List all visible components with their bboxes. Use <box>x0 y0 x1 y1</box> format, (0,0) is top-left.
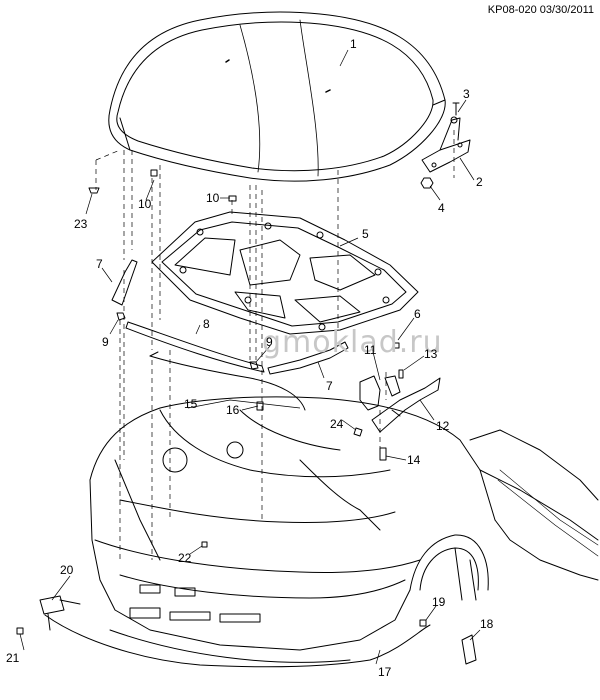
hood-side-seal-left <box>111 259 138 306</box>
hood-side-seal-right <box>267 341 349 375</box>
pin-24 <box>353 427 363 437</box>
callout-22: 22 <box>178 551 192 565</box>
release-cable-15 <box>149 351 306 411</box>
callout-24: 24 <box>330 417 344 431</box>
callout-4: 4 <box>438 201 445 215</box>
hood-support-bracket <box>371 377 441 433</box>
clip-16 <box>256 401 264 411</box>
hood-front-seal <box>125 321 265 373</box>
hinge-nut <box>420 177 434 189</box>
callout-17: 17 <box>378 665 392 679</box>
release-handle-18 <box>461 634 477 665</box>
callout-2: 2 <box>476 175 483 189</box>
hood-panel <box>108 11 446 182</box>
callout-1: 1 <box>350 37 357 51</box>
callout-9-right: 9 <box>266 335 273 349</box>
callout-19: 19 <box>432 595 446 609</box>
callout-9-left: 9 <box>102 335 109 349</box>
hood-bumper-10b <box>228 195 237 202</box>
insulator-retainer-23 <box>88 187 100 194</box>
callout-13: 13 <box>424 347 438 361</box>
callout-23: 23 <box>74 217 88 231</box>
hood-hinge <box>421 116 471 173</box>
retainer-6 <box>392 342 400 349</box>
callout-5: 5 <box>362 227 369 241</box>
callout-12: 12 <box>436 419 450 433</box>
fastener-22 <box>201 541 208 548</box>
callout-18: 18 <box>480 617 494 631</box>
hood-bumper-10a <box>150 169 158 177</box>
callout-21: 21 <box>6 651 20 665</box>
hood-insulator <box>151 211 419 335</box>
hinge-bolt <box>452 102 460 116</box>
callout-15: 15 <box>184 397 198 411</box>
callout-11: 11 <box>364 343 377 357</box>
hood-prop-rod-14 <box>379 447 387 461</box>
callout-7-left: 7 <box>96 257 103 271</box>
callout-8: 8 <box>203 317 210 331</box>
callout-14: 14 <box>407 453 421 467</box>
hood-release-cable-17 <box>44 614 431 668</box>
hood-ajar-switch-20 <box>39 595 81 631</box>
watermark: gmoklad.ru <box>262 325 443 360</box>
retainer-clip-9b <box>249 361 259 370</box>
vehicle-front-body <box>89 396 599 663</box>
hood-latch-release <box>359 375 401 411</box>
callout-10-center: 10 <box>206 191 220 205</box>
fastener-21 <box>16 627 24 635</box>
callout-10-left: 10 <box>138 197 152 211</box>
retainer-clip-9a <box>116 312 126 321</box>
callout-3: 3 <box>463 87 470 101</box>
diagram-reference-code: KP08-020 03/30/2011 <box>487 4 594 16</box>
latch-fastener-13 <box>398 369 404 379</box>
callout-20: 20 <box>60 563 74 577</box>
cable-clip-19 <box>419 619 427 627</box>
callout-7-right: 7 <box>326 379 333 393</box>
callout-6: 6 <box>414 307 421 321</box>
callout-16: 16 <box>226 403 240 417</box>
